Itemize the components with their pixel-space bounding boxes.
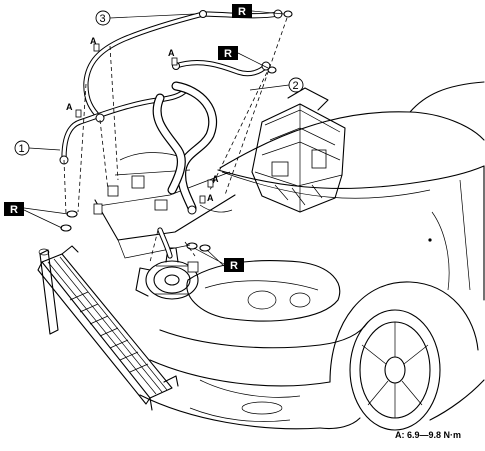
torque-key-label: A — [90, 36, 97, 46]
torque-note: A: 6.9—9.8 N·m — [395, 430, 461, 440]
hvac-unit — [251, 87, 346, 213]
torque-key-label: A — [207, 193, 214, 203]
replace-marker-label: R — [10, 204, 18, 216]
replace-marker-label: R — [238, 6, 246, 18]
replace-marker-box — [232, 4, 252, 18]
condenser — [37, 245, 179, 411]
replace-marker-box — [4, 202, 24, 216]
replace-marker-label: R — [230, 260, 238, 272]
torque-key-label: A — [212, 174, 219, 184]
ac-piping — [59, 9, 283, 259]
replace-marker-box — [224, 258, 244, 272]
replace-markers: R R R R — [4, 4, 285, 272]
torque-key-labels: A A A A A — [66, 36, 219, 203]
callouts: 3 2 1 — [14, 10, 304, 156]
o-rings — [60, 10, 293, 252]
callout-1-label: 1 — [19, 143, 25, 155]
torque-key-label: A — [66, 102, 73, 112]
callout-3-label: 3 — [100, 13, 106, 25]
callout-2-label: 2 — [293, 80, 299, 92]
replace-marker-label: R — [224, 48, 232, 60]
bolts — [75, 43, 214, 204]
replace-marker-box — [218, 46, 238, 60]
compressor — [135, 247, 199, 300]
vehicle-body — [139, 81, 485, 431]
torque-key-label: A — [168, 48, 175, 58]
assembly-leaders — [63, 17, 288, 263]
